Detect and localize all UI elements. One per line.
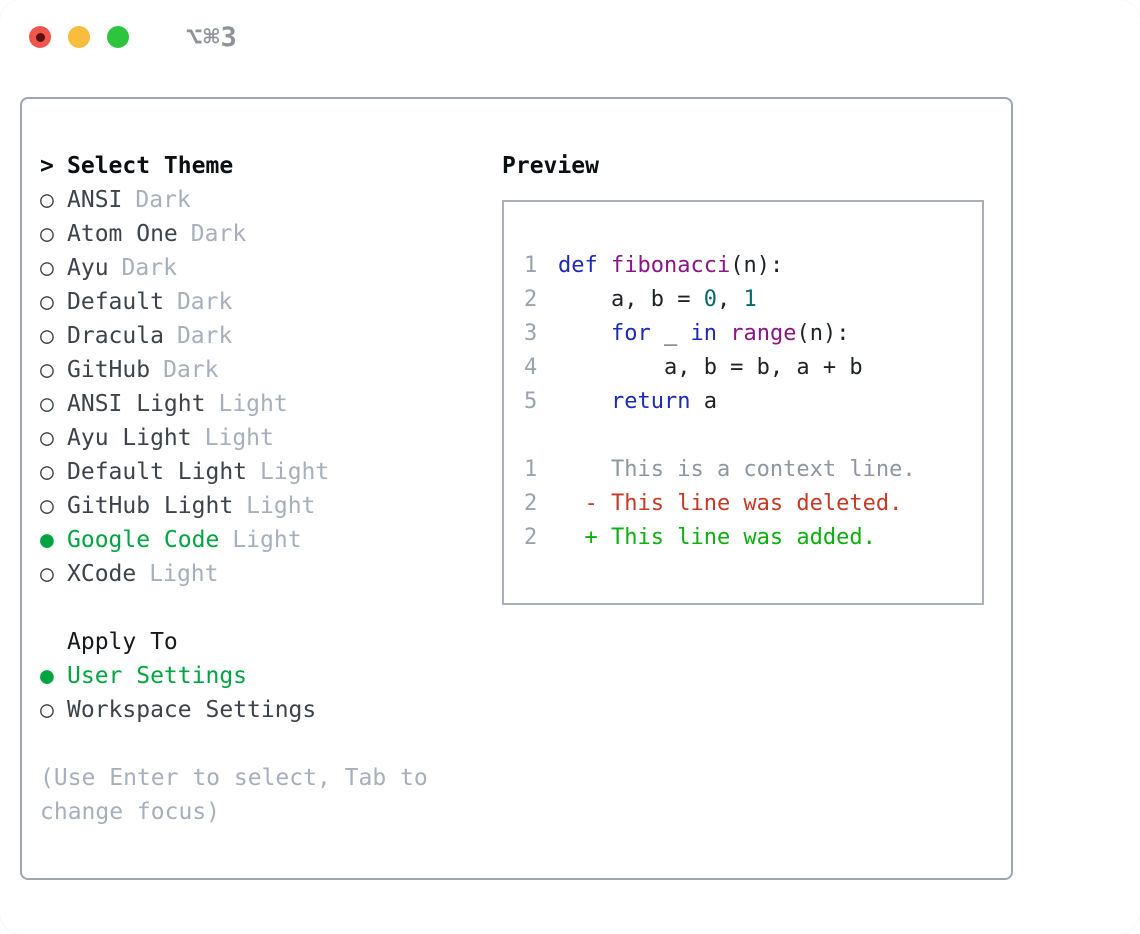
- diff-added-line: 2 + This line was added.: [524, 521, 982, 555]
- line-number: 5: [524, 389, 538, 414]
- diff-deleted-line: 2 - This line was deleted.: [524, 487, 982, 521]
- radio-icon: ○: [40, 289, 54, 315]
- select-theme-label: Select Theme: [67, 153, 234, 179]
- line-number: 2: [524, 525, 538, 550]
- variant-badge: Dark: [190, 221, 247, 247]
- variant-badge: Light: [260, 459, 330, 485]
- line-number: 4: [524, 355, 538, 380]
- select-theme-heading: > Select Theme: [40, 149, 500, 183]
- minimize-button[interactable]: [68, 26, 90, 48]
- radio-icon: ○: [40, 561, 54, 587]
- radio-icon: ○: [40, 187, 54, 213]
- variant-badge: Dark: [135, 187, 191, 213]
- radio-icon: ○: [40, 493, 54, 519]
- variant-badge: Dark: [176, 289, 233, 315]
- code-line: 5 return a: [524, 385, 982, 419]
- radio-icon: ○: [40, 323, 54, 349]
- variant-badge: Dark: [163, 357, 219, 383]
- radio-icon: ○: [40, 697, 54, 723]
- indent: [40, 625, 67, 659]
- line-number: 2: [524, 287, 538, 312]
- radio-selected-icon: ●: [40, 527, 54, 553]
- line-number: 1: [524, 253, 538, 278]
- variant-badge: Dark: [121, 255, 177, 281]
- apply-option-user-settings[interactable]: ●User Settings: [40, 659, 500, 693]
- variant-badge: Light: [218, 391, 288, 417]
- close-button[interactable]: [29, 26, 51, 48]
- variant-badge: Dark: [176, 323, 233, 349]
- radio-icon: ○: [40, 391, 54, 417]
- variant-badge: Light: [149, 561, 219, 587]
- radio-icon: ○: [40, 459, 54, 485]
- spacer: [524, 419, 982, 453]
- preview-heading: Preview: [502, 153, 599, 179]
- radio-icon: ○: [40, 221, 54, 247]
- titlebar: ⌥⌘3: [0, 0, 1140, 74]
- apply-option-workspace-settings[interactable]: ○Workspace Settings: [40, 693, 500, 727]
- diff-context-line: 1 This is a context line.: [524, 453, 982, 487]
- code-line: 3 for _ in range(n):: [524, 317, 982, 351]
- code-line: 2 a, b = 0, 1: [524, 283, 982, 317]
- line-number: 3: [524, 321, 538, 346]
- variant-badge: Light: [246, 493, 316, 519]
- code-line: 4 a, b = b, a + b: [524, 351, 982, 385]
- apply-to-heading: Apply To: [40, 625, 500, 659]
- variant-badge: Light: [204, 425, 274, 451]
- window-title: ⌥⌘3: [186, 21, 238, 53]
- unsaved-dot-icon: [35, 32, 45, 42]
- help-text: (Use Enter to select, Tab to change focu…: [40, 765, 428, 825]
- focus-caret-icon: >: [40, 153, 54, 179]
- radio-icon: ○: [40, 425, 54, 451]
- zoom-button[interactable]: [107, 26, 129, 48]
- line-number: 1: [524, 457, 538, 482]
- radio-icon: ○: [40, 357, 54, 383]
- radio-icon: ○: [40, 255, 54, 281]
- radio-selected-icon: ●: [40, 663, 54, 689]
- spacer: [40, 591, 500, 625]
- variant-badge: Light: [232, 527, 302, 553]
- line-number: 2: [524, 491, 538, 516]
